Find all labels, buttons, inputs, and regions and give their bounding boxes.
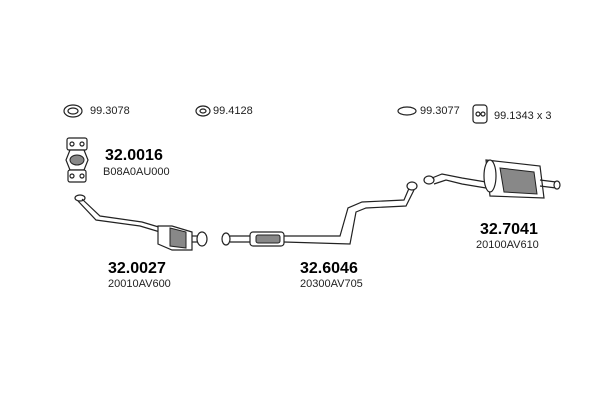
oe-number-rear-silencer: 20100AV610 [476, 239, 539, 251]
part-number-center-pipe: 32.6046 [300, 260, 358, 277]
accessory-code-oval-gasket: 99.3077 [420, 105, 460, 117]
center-pipe-drawing [221, 181, 418, 247]
front-pipe-catalyst-drawing [74, 194, 208, 251]
rubber-hanger-icon [472, 104, 488, 124]
o-ring-icon [195, 105, 211, 117]
oe-number-center-pipe: 20300AV705 [300, 278, 363, 290]
part-number-front-pipe-catalyst: 32.0027 [108, 260, 166, 277]
accessory-code-o-ring: 99.4128 [213, 105, 253, 117]
accessory-code-gasket-ring: 99.3078 [90, 105, 130, 117]
front-pipe-flange-drawing [65, 137, 89, 183]
rear-silencer-drawing [423, 159, 561, 199]
oe-number-front-pipe-flange: B08A0AU000 [103, 166, 170, 178]
oe-number-front-pipe-catalyst: 20010AV600 [108, 278, 171, 290]
accessory-code-rubber-hanger: 99.1343 x 3 [494, 110, 552, 122]
part-number-front-pipe-flange: 32.0016 [105, 147, 163, 164]
part-number-rear-silencer: 32.7041 [480, 221, 538, 238]
oval-gasket-icon [397, 106, 417, 116]
gasket-ring-icon [63, 104, 83, 118]
